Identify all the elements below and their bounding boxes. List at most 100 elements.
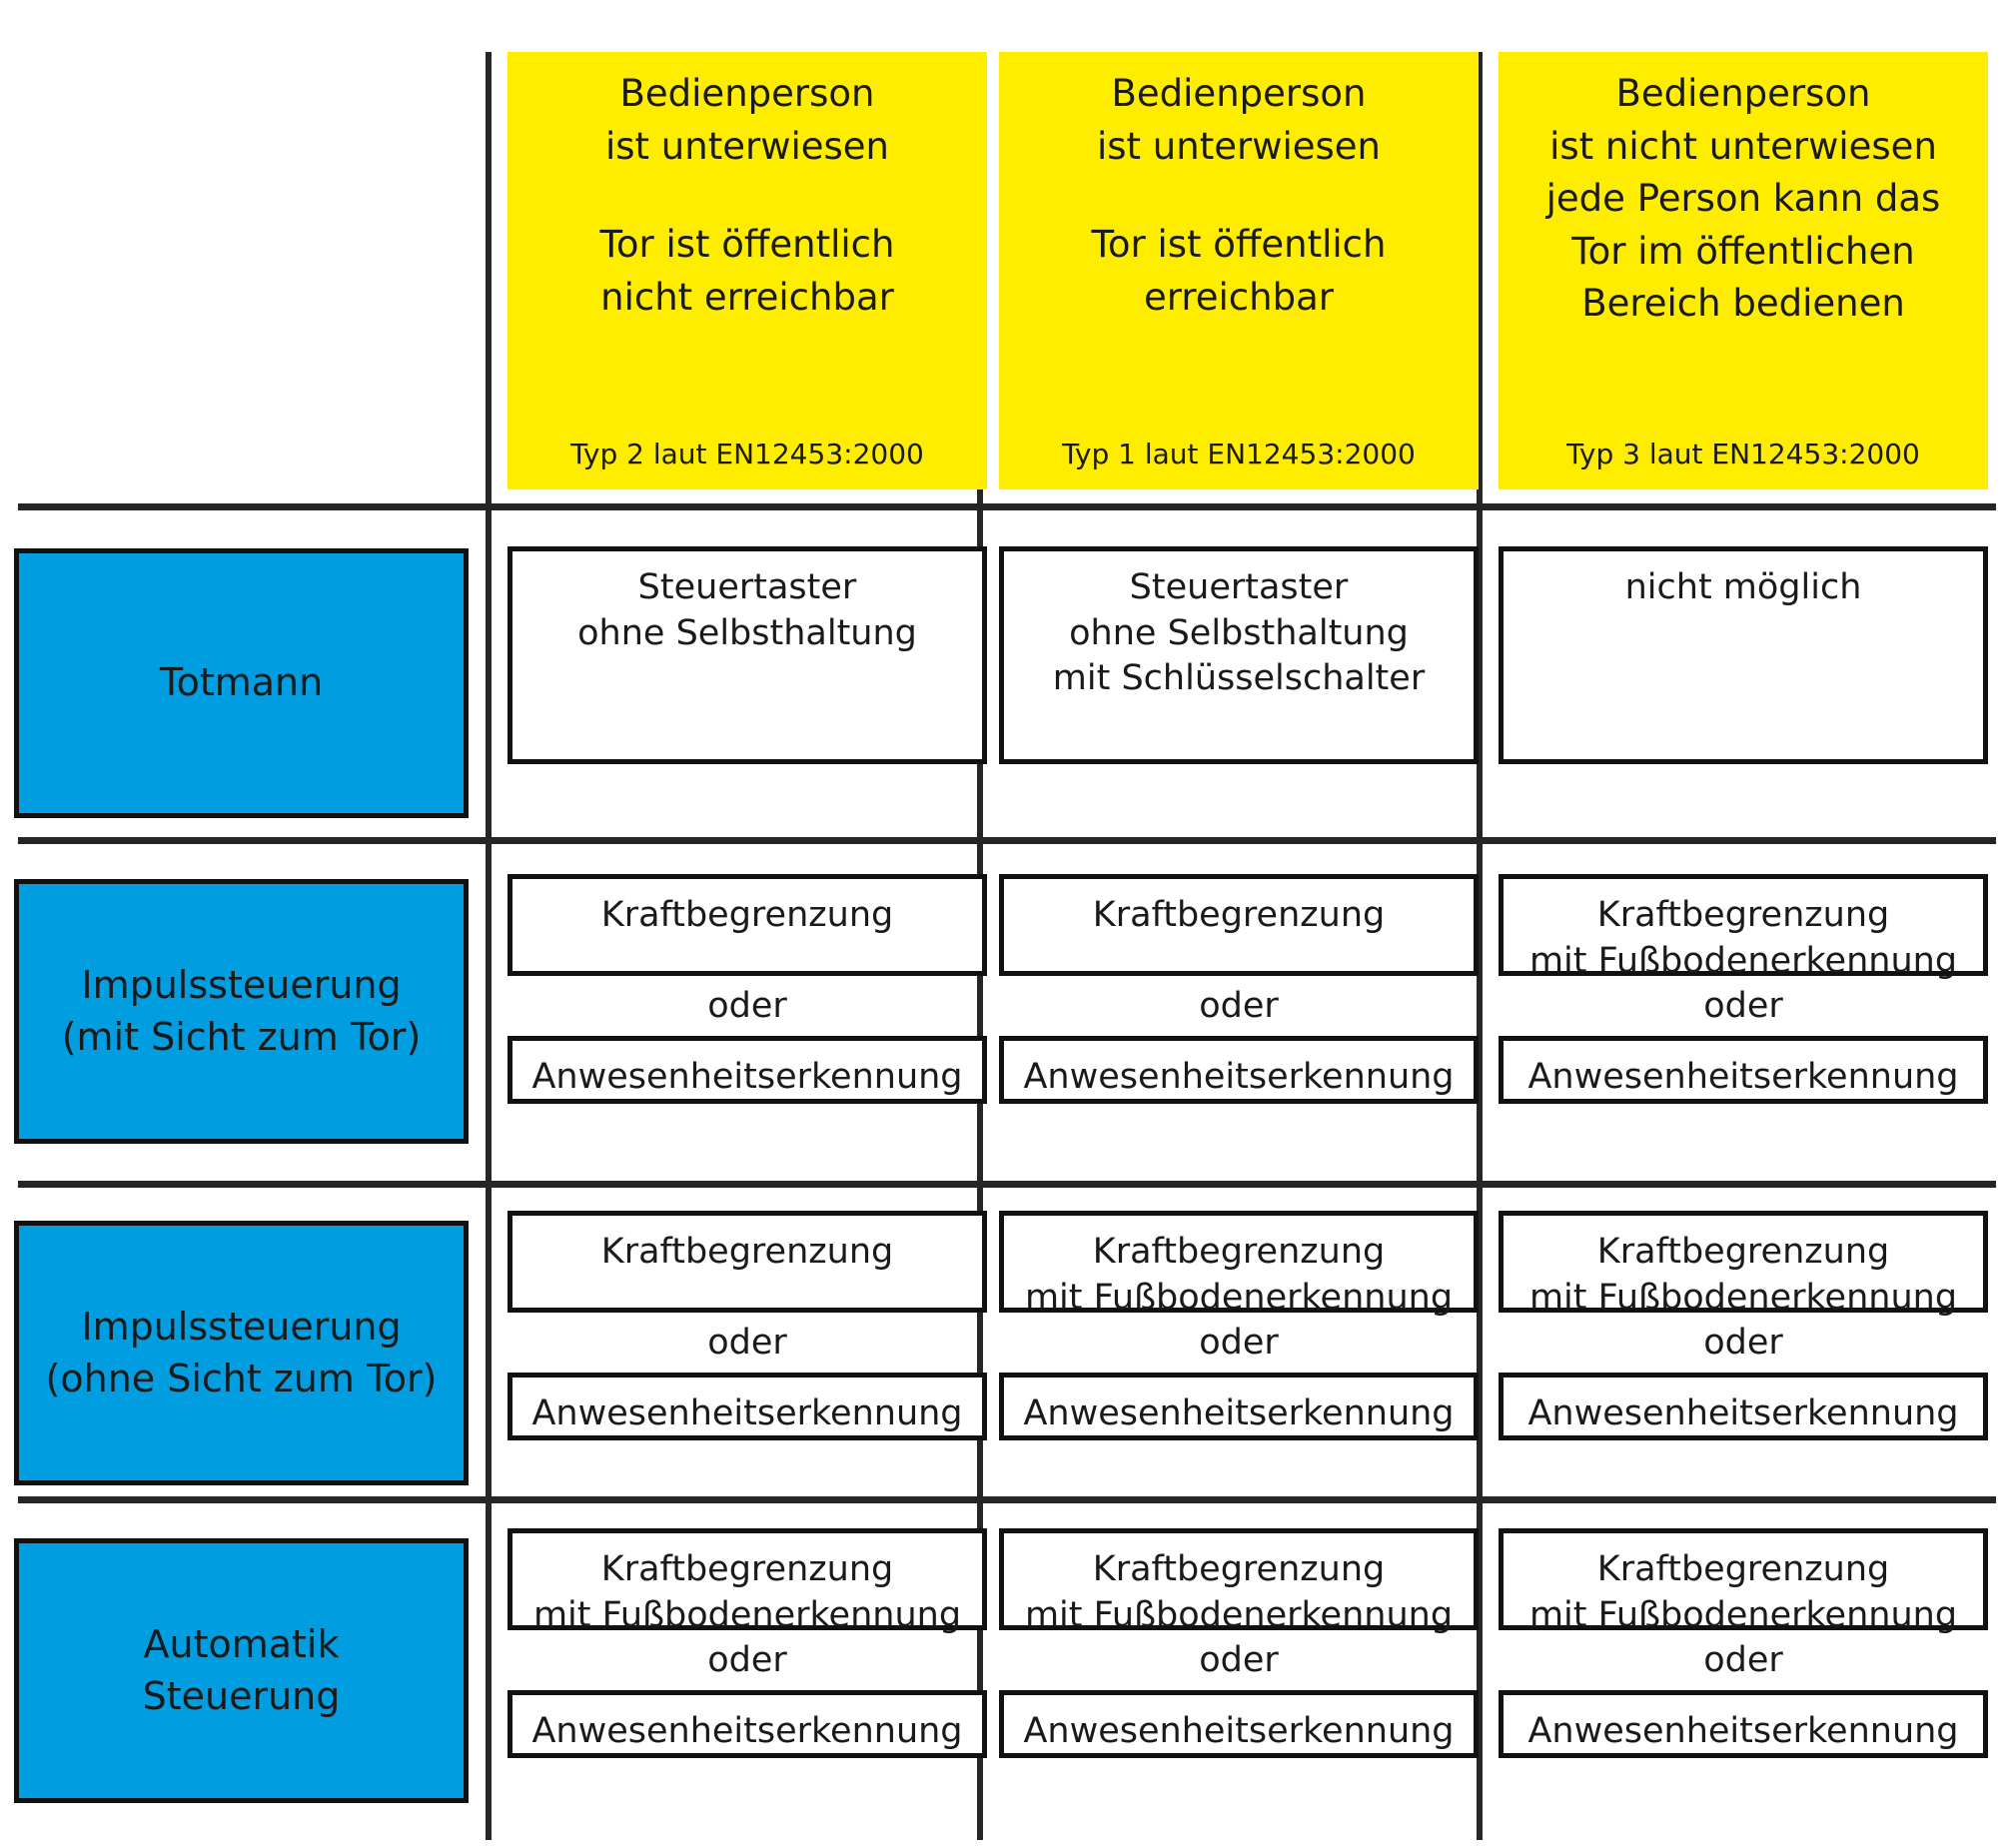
row-label-line: Totmann [159, 660, 324, 705]
option-connector: oder [1703, 986, 1783, 1026]
header-line: Tor ist öffentlich [1091, 223, 1387, 267]
row-label-automatik: Automatik Steuerung [14, 1538, 469, 1803]
header-line: ist unterwiesen [604, 124, 889, 168]
option-line: Anwesenheitserkennung [1023, 1393, 1455, 1433]
header-type-note: Typ 3 laut EN12453:2000 [1566, 438, 1920, 471]
option-line: Steuertaster [1129, 567, 1349, 607]
column-header-typ2: Bedienperson ist unterwiesen Tor ist öff… [507, 52, 987, 489]
option-connector: oder [1703, 1640, 1783, 1680]
row-divider-3 [18, 1496, 1996, 1503]
row-label-line: Impulssteuerung [81, 963, 402, 1008]
cell-impuls-mit-sicht-typ1: Kraftbegrenzung oder Anwesenheitserkennu… [999, 874, 1479, 1104]
option-line: Anwesenheitserkennung [531, 1057, 963, 1097]
option-line: Kraftbegrenzung [1092, 895, 1386, 935]
option-line: Anwesenheitserkennung [1527, 1711, 1959, 1751]
header-line: Bedienperson [1111, 72, 1367, 115]
header-line: nicht erreichbar [600, 275, 894, 319]
option-line: ohne Selbsthaltung [577, 612, 917, 653]
row-label-line: Automatik [143, 1622, 340, 1667]
header-line: ist nicht unterwiesen [1549, 124, 1937, 168]
option-line: Kraftbegrenzung [1596, 895, 1890, 935]
option-box-primary: Kraftbegrenzung [507, 1211, 987, 1313]
option-line: mit Fußbodenerkennung [1528, 1277, 1958, 1318]
row-divider-1 [18, 837, 1996, 844]
option-line: Anwesenheitserkennung [1527, 1393, 1959, 1433]
option-connector: oder [707, 986, 787, 1026]
option-line: mit Fußbodenerkennung [1528, 940, 1958, 981]
option-box-primary: Kraftbegrenzung mit Fußbodenerkennung [507, 1528, 987, 1635]
column-header-typ3: Bedienperson ist nicht unterwiesen jede … [1499, 52, 1988, 489]
option-line: Kraftbegrenzung [1596, 1549, 1890, 1589]
option-box-primary: Kraftbegrenzung [507, 874, 987, 976]
row-label-impuls-ohne-sicht: Impulssteuerung (ohne Sicht zum Tor) [14, 1221, 469, 1485]
option-line: ohne Selbsthaltung [1069, 612, 1409, 653]
option-box-secondary: Anwesenheitserkennung [1499, 1036, 1988, 1104]
option-line: Kraftbegrenzung [1596, 1232, 1890, 1272]
option-line: mit Fußbodenerkennung [1024, 1594, 1454, 1635]
option-box: nicht möglich [1499, 546, 1988, 764]
option-box-secondary: Anwesenheitserkennung [1499, 1373, 1988, 1440]
option-box-primary: Kraftbegrenzung mit Fußbodenerkennung [1499, 1528, 1988, 1635]
option-box-primary: Kraftbegrenzung [999, 874, 1479, 976]
option-line: Anwesenheitserkennung [531, 1393, 963, 1433]
option-box-secondary: Anwesenheitserkennung [999, 1036, 1479, 1104]
cell-automatik-typ1: Kraftbegrenzung mit Fußbodenerkennung od… [999, 1528, 1479, 1758]
option-box-secondary: Anwesenheitserkennung [507, 1690, 987, 1758]
option-line: Anwesenheitserkennung [1023, 1057, 1455, 1097]
option-connector: oder [707, 1640, 787, 1680]
column-header-typ1: Bedienperson ist unterwiesen Tor ist öff… [999, 52, 1479, 489]
header-line: Tor im öffentlichen [1571, 229, 1915, 273]
header-type-note: Typ 2 laut EN12453:2000 [570, 438, 924, 471]
option-line: mit Schlüsselschalter [1052, 658, 1426, 698]
option-line: Kraftbegrenzung [600, 1549, 894, 1589]
option-line: Kraftbegrenzung [1092, 1232, 1386, 1272]
cell-impuls-mit-sicht-typ2: Kraftbegrenzung oder Anwesenheitserkennu… [507, 874, 987, 1104]
option-box-secondary: Anwesenheitserkennung [999, 1373, 1479, 1440]
option-connector: oder [1199, 1640, 1279, 1680]
header-line: ist unterwiesen [1096, 124, 1381, 168]
option-line: mit Fußbodenerkennung [1528, 1594, 1958, 1635]
row-label-line: (ohne Sicht zum Tor) [45, 1356, 438, 1400]
header-line: Bedienperson [1615, 72, 1871, 115]
row-label-impuls-mit-sicht: Impulssteuerung (mit Sicht zum Tor) [14, 879, 469, 1144]
option-connector: oder [1703, 1323, 1783, 1363]
cell-totmann-typ2: Steuertaster ohne Selbsthaltung [507, 546, 987, 764]
cell-impuls-ohne-sicht-typ3: Kraftbegrenzung mit Fußbodenerkennung od… [1499, 1211, 1988, 1440]
option-box-primary: Kraftbegrenzung mit Fußbodenerkennung [1499, 1211, 1988, 1318]
option-line: Anwesenheitserkennung [1527, 1057, 1959, 1097]
header-line: jede Person kann das [1545, 177, 1941, 221]
option-connector: oder [1199, 1323, 1279, 1363]
option-line: Kraftbegrenzung [600, 1232, 894, 1272]
cell-impuls-mit-sicht-typ3: Kraftbegrenzung mit Fußbodenerkennung od… [1499, 874, 1988, 1104]
cell-totmann-typ3: nicht möglich [1499, 546, 1988, 764]
option-box-secondary: Anwesenheitserkennung [507, 1036, 987, 1104]
option-box-primary: Kraftbegrenzung mit Fußbodenerkennung [999, 1528, 1479, 1635]
header-line: Bedienperson [619, 72, 875, 115]
header-type-note: Typ 1 laut EN12453:2000 [1062, 438, 1416, 471]
column-divider-left [486, 52, 492, 1840]
option-connector: oder [707, 1323, 787, 1363]
header-line: Tor ist öffentlich [599, 223, 895, 267]
cell-totmann-typ1: Steuertaster ohne Selbsthaltung mit Schl… [999, 546, 1479, 764]
row-divider-2 [18, 1181, 1996, 1188]
option-line: Kraftbegrenzung [1092, 1549, 1386, 1589]
option-line: nicht möglich [1624, 567, 1862, 607]
option-box-secondary: Anwesenheitserkennung [1499, 1690, 1988, 1758]
cell-automatik-typ3: Kraftbegrenzung mit Fußbodenerkennung od… [1499, 1528, 1988, 1758]
option-connector: oder [1199, 986, 1279, 1026]
row-label-line: Impulssteuerung [81, 1305, 402, 1350]
option-box-secondary: Anwesenheitserkennung [999, 1690, 1479, 1758]
option-line: Kraftbegrenzung [600, 895, 894, 935]
row-label-line: (mit Sicht zum Tor) [61, 1014, 422, 1059]
option-box-secondary: Anwesenheitserkennung [507, 1373, 987, 1440]
option-box: Steuertaster ohne Selbsthaltung [507, 546, 987, 764]
option-line: Anwesenheitserkennung [1023, 1711, 1455, 1751]
option-box-primary: Kraftbegrenzung mit Fußbodenerkennung [1499, 874, 1988, 981]
option-box-primary: Kraftbegrenzung mit Fußbodenerkennung [999, 1211, 1479, 1318]
row-label-line: Steuerung [142, 1673, 341, 1718]
header-line: erreichbar [1144, 275, 1334, 319]
option-line: mit Fußbodenerkennung [1024, 1277, 1454, 1318]
column-divider-right [1477, 52, 1483, 1840]
row-divider-header [18, 503, 1996, 510]
